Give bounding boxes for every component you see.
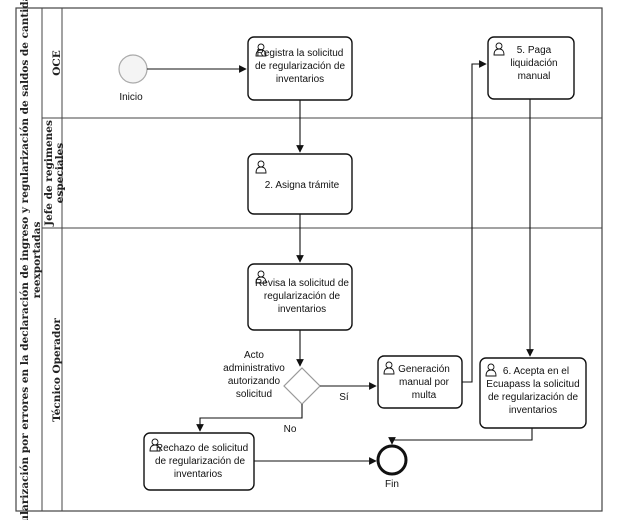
- task-generacion-line1: Generación: [398, 364, 450, 375]
- pool-frame: [15, 7, 603, 512]
- flow-acepta-to-fin: [388, 428, 533, 445]
- task-paga-line3: manual: [518, 71, 551, 82]
- lane-jefe-title: Jefe de regimenes especiales: [43, 120, 66, 227]
- task-acepta-line4: inventarios: [509, 405, 557, 416]
- task-acepta-line2: Ecuapass la solicitud: [486, 379, 579, 390]
- gateway-no-label: No: [284, 424, 297, 435]
- user-task-icon: [255, 270, 267, 284]
- task-asigna-line1: 2. Asigna trámite: [265, 180, 340, 191]
- task-registra[interactable]: Registra la solicitud de regularización …: [247, 36, 353, 101]
- lane-tecnico-title: Técnico Operador: [51, 318, 63, 422]
- task-revisa-line2: regularización de: [264, 291, 341, 302]
- task-registra-line3: inventarios: [276, 74, 324, 85]
- task-rechazo[interactable]: Rechazo de solicitud de regularización d…: [143, 432, 255, 491]
- task-paga[interactable]: 5. Paga liquidación manual: [487, 36, 575, 100]
- flow-gateway-to-rechazo: [196, 404, 303, 432]
- lane-oce-title: OCE: [51, 50, 63, 76]
- pool-title-line2: reexportadas: [31, 222, 43, 299]
- gateway-yes-label: Sí: [339, 392, 349, 403]
- flow-generacion-to-paga: [462, 60, 487, 383]
- end-event-label: Fin: [385, 479, 399, 490]
- user-task-icon: [255, 43, 267, 57]
- user-task-icon: [493, 42, 505, 56]
- user-task-icon: [255, 160, 267, 174]
- gateway-question-line3: autorizando: [228, 376, 281, 387]
- task-asigna[interactable]: 2. Asigna trámite: [247, 153, 353, 215]
- task-rechazo-line2: de regularización de: [155, 456, 245, 467]
- task-paga-line1: 5. Paga: [517, 45, 552, 56]
- user-task-icon: [383, 361, 395, 375]
- end-event[interactable]: [376, 444, 408, 476]
- task-paga-line2: liquidación: [510, 58, 557, 69]
- task-registra-line1: Registra la solicitud: [257, 48, 344, 59]
- task-revisa-line1: Revisa la solicitud de: [255, 278, 349, 289]
- user-task-icon: [149, 438, 161, 452]
- pool-title: Regularización por errores en la declara…: [19, 0, 43, 520]
- task-acepta[interactable]: 6. Acepta en el Ecuapass la solicitud de…: [479, 357, 587, 429]
- task-generacion[interactable]: Generación manual por multa: [377, 355, 463, 409]
- gateway-question-line4: solicitud: [236, 389, 272, 400]
- lane-jefe-label-line1: Jefe de regimenes: [43, 120, 55, 227]
- task-generacion-line2: manual por: [399, 377, 450, 388]
- task-rechazo-line3: inventarios: [174, 469, 222, 480]
- exclusive-gateway[interactable]: [283, 367, 321, 405]
- task-revisa[interactable]: Revisa la solicitud de regularización de…: [247, 263, 353, 331]
- gateway-question-line1: Acto: [244, 350, 264, 361]
- task-acepta-line3: de regularización de: [488, 392, 578, 403]
- user-task-icon: [485, 363, 497, 377]
- task-revisa-line3: inventarios: [278, 304, 326, 315]
- task-generacion-line3: multa: [412, 390, 437, 401]
- lane-tecnico-label: Técnico Operador: [51, 318, 63, 422]
- start-event-label: Inicio: [119, 92, 143, 103]
- lane-oce-label: OCE: [51, 50, 63, 76]
- task-acepta-line1: 6. Acepta en el: [503, 366, 569, 377]
- task-registra-line2: de regularización de: [255, 61, 345, 72]
- start-event[interactable]: [118, 54, 148, 84]
- pool-title-line1: Regularización por errores en la declara…: [19, 0, 31, 520]
- sequence-flows: [147, 60, 534, 465]
- task-rechazo-line1: Rechazo de solicitud: [156, 443, 248, 454]
- gateway-question-line2: administrativo: [223, 363, 285, 374]
- lane-jefe-label-line2: especiales: [54, 143, 66, 203]
